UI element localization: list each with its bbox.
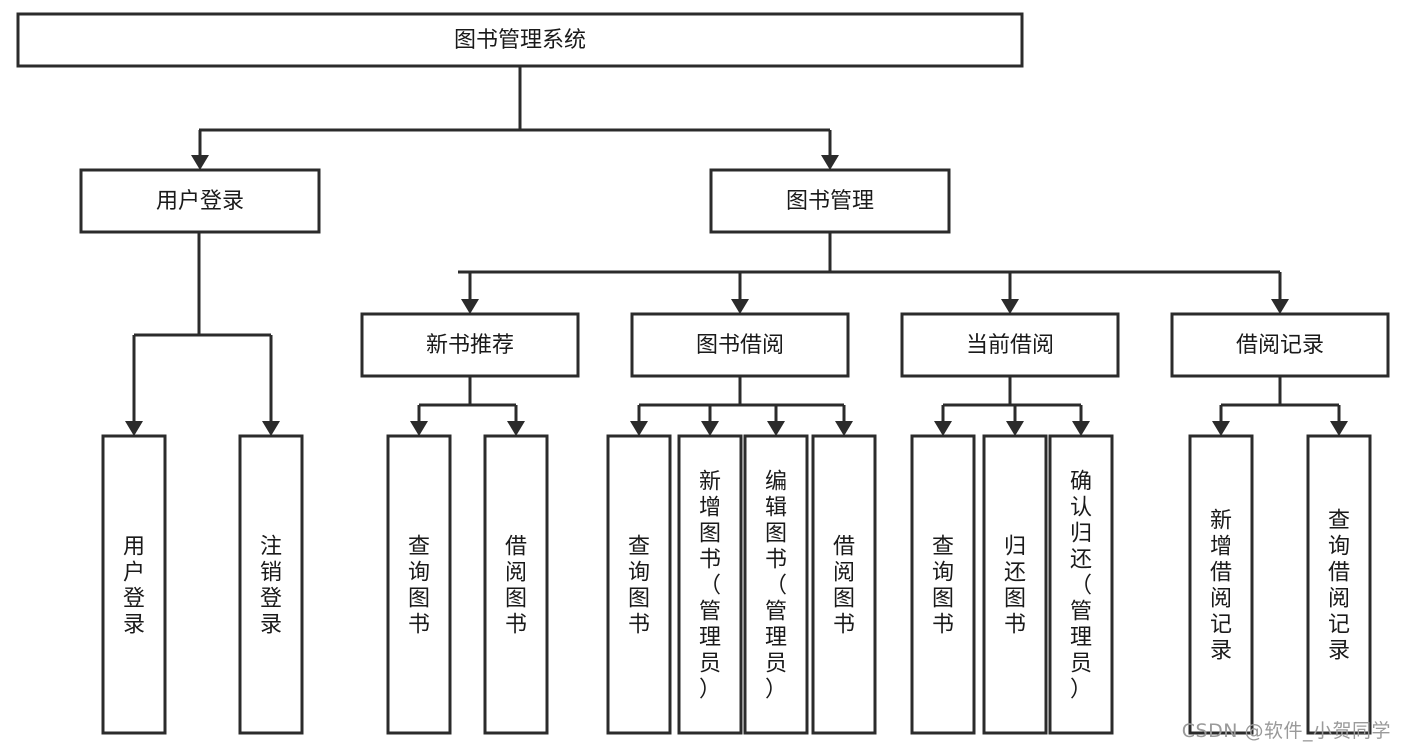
node-box-current-borrow bbox=[900, 312, 1120, 378]
node-book-manage[interactable]: 图书管理 bbox=[709, 168, 951, 234]
node-box-root bbox=[16, 12, 1024, 68]
node-label-new-book-rec: 新书推荐 bbox=[426, 333, 514, 358]
node-box-leaf-add-book-admin bbox=[677, 434, 743, 735]
node-leaf-add-borrow-record[interactable]: 新增借阅记录 bbox=[1188, 434, 1254, 735]
arrow-to-leaf-borrow-book-head bbox=[835, 421, 853, 436]
node-label-leaf-query-book-borrow: 查询图书 bbox=[628, 535, 650, 638]
node-label-user-login: 用户登录 bbox=[156, 189, 244, 214]
node-label-leaf-borrow-book-rec: 借阅图书 bbox=[505, 535, 527, 638]
node-box-leaf-query-book-borrow bbox=[606, 434, 672, 735]
node-box-leaf-query-book-current bbox=[910, 434, 976, 735]
arrow-to-current-borrow-head bbox=[1001, 299, 1019, 314]
arrow-to-leaf-borrow-book-rec-head bbox=[507, 421, 525, 436]
node-book-borrow[interactable]: 图书借阅 bbox=[630, 312, 850, 378]
node-leaf-borrow-book-rec[interactable]: 借阅图书 bbox=[483, 434, 549, 735]
arrow-to-book-manage-head bbox=[821, 155, 839, 170]
arrow-to-leaf-query-borrow-record-head bbox=[1330, 421, 1348, 436]
node-label-leaf-add-borrow-record: 新增借阅记录 bbox=[1210, 509, 1232, 664]
node-leaf-return-book[interactable]: 归还图书 bbox=[982, 434, 1048, 735]
node-label-leaf-logout-login: 注销登录 bbox=[260, 535, 282, 638]
node-label-leaf-add-book-admin: 新增图书（管理员） bbox=[699, 470, 721, 703]
node-label-leaf-query-book-current: 查询图书 bbox=[932, 535, 954, 638]
node-box-borrow-record bbox=[1170, 312, 1390, 378]
node-leaf-query-book-current[interactable]: 查询图书 bbox=[910, 434, 976, 735]
node-box-leaf-edit-book-admin bbox=[743, 434, 809, 735]
node-box-user-login bbox=[79, 168, 321, 234]
node-label-leaf-query-book-rec: 查询图书 bbox=[408, 535, 430, 638]
node-layer: 图书管理系统用户登录图书管理新书推荐图书借阅当前借阅借阅记录用户登录注销登录查询… bbox=[16, 12, 1390, 735]
node-label-leaf-borrow-book: 借阅图书 bbox=[833, 535, 855, 638]
node-leaf-borrow-book[interactable]: 借阅图书 bbox=[811, 434, 877, 735]
node-label-leaf-confirm-return-admin: 确认归还（管理员） bbox=[1070, 470, 1092, 703]
node-box-leaf-query-book-rec bbox=[386, 434, 452, 735]
node-label-leaf-user-login: 用户登录 bbox=[123, 535, 145, 638]
node-box-leaf-borrow-book-rec bbox=[483, 434, 549, 735]
arrow-to-leaf-add-book-admin-head bbox=[701, 421, 719, 436]
node-leaf-add-book-admin[interactable]: 新增图书（管理员） bbox=[677, 434, 743, 735]
node-box-leaf-query-borrow-record bbox=[1306, 434, 1372, 735]
arrow-to-leaf-add-borrow-record-head bbox=[1212, 421, 1230, 436]
node-leaf-user-login[interactable]: 用户登录 bbox=[101, 434, 167, 735]
connector-layer bbox=[125, 66, 1348, 436]
node-label-current-borrow: 当前借阅 bbox=[966, 333, 1054, 358]
node-label-leaf-query-borrow-record: 查询借阅记录 bbox=[1328, 509, 1350, 664]
node-current-borrow[interactable]: 当前借阅 bbox=[900, 312, 1120, 378]
node-borrow-record[interactable]: 借阅记录 bbox=[1170, 312, 1390, 378]
node-label-book-borrow: 图书借阅 bbox=[696, 333, 784, 358]
node-leaf-confirm-return-admin[interactable]: 确认归还（管理员） bbox=[1048, 434, 1114, 735]
node-label-root: 图书管理系统 bbox=[454, 28, 586, 53]
node-new-book-rec[interactable]: 新书推荐 bbox=[360, 312, 580, 378]
node-box-leaf-add-borrow-record bbox=[1188, 434, 1254, 735]
node-box-leaf-logout-login bbox=[238, 434, 304, 735]
node-label-book-manage: 图书管理 bbox=[786, 189, 874, 214]
node-box-leaf-return-book bbox=[982, 434, 1048, 735]
node-box-book-borrow bbox=[630, 312, 850, 378]
node-box-leaf-borrow-book bbox=[811, 434, 877, 735]
arrow-to-borrow-record-head bbox=[1271, 299, 1289, 314]
arrow-to-user-login-head bbox=[191, 155, 209, 170]
node-leaf-query-borrow-record[interactable]: 查询借阅记录 bbox=[1306, 434, 1372, 735]
node-root[interactable]: 图书管理系统 bbox=[16, 12, 1024, 68]
arrow-to-leaf-query-book-borrow-head bbox=[630, 421, 648, 436]
arrow-to-leaf-query-book-current-head bbox=[934, 421, 952, 436]
arrow-to-leaf-return-book-head bbox=[1006, 421, 1024, 436]
node-leaf-query-book-rec[interactable]: 查询图书 bbox=[386, 434, 452, 735]
node-label-leaf-return-book: 归还图书 bbox=[1004, 535, 1026, 638]
node-label-borrow-record: 借阅记录 bbox=[1236, 333, 1324, 358]
arrow-to-new-book-rec-head bbox=[461, 299, 479, 314]
node-leaf-query-book-borrow[interactable]: 查询图书 bbox=[606, 434, 672, 735]
arrow-to-leaf-query-book-rec-head bbox=[410, 421, 428, 436]
arrow-to-leaf-user-login-head bbox=[125, 421, 143, 436]
node-leaf-logout-login[interactable]: 注销登录 bbox=[238, 434, 304, 735]
arrow-to-leaf-confirm-return-admin-head bbox=[1072, 421, 1090, 436]
node-box-new-book-rec bbox=[360, 312, 580, 378]
arrow-to-leaf-logout-login-head bbox=[262, 421, 280, 436]
node-user-login[interactable]: 用户登录 bbox=[79, 168, 321, 234]
arrow-to-leaf-edit-book-admin-head bbox=[767, 421, 785, 436]
node-label-leaf-edit-book-admin: 编辑图书（管理员） bbox=[765, 470, 787, 703]
node-box-leaf-user-login bbox=[101, 434, 167, 735]
arrow-to-book-borrow-head bbox=[731, 299, 749, 314]
node-box-book-manage bbox=[709, 168, 951, 234]
node-leaf-edit-book-admin[interactable]: 编辑图书（管理员） bbox=[743, 434, 809, 735]
node-box-leaf-confirm-return-admin bbox=[1048, 434, 1114, 735]
